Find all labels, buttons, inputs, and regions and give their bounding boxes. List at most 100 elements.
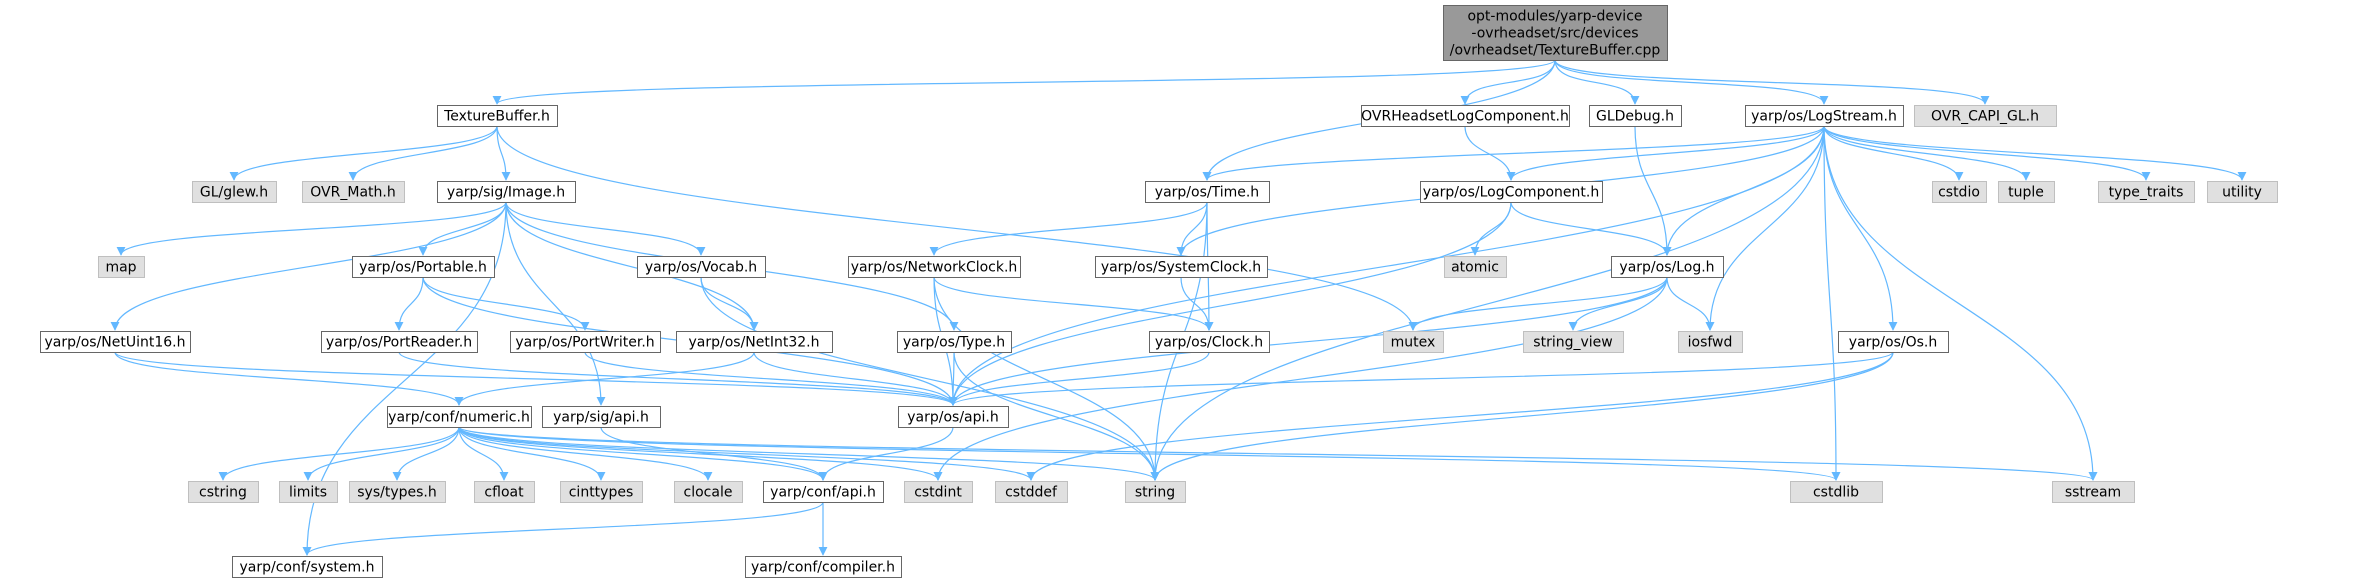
node-box-vocab bbox=[637, 256, 766, 278]
edge-type-to-string bbox=[953, 351, 1160, 481]
edge-logcomponent-to-osapi bbox=[948, 201, 1512, 406]
node-system[interactable]: yarp/conf/system.h bbox=[232, 556, 383, 578]
edge-numeric-to-sstream bbox=[458, 426, 2098, 481]
edge-confapi-to-system bbox=[302, 501, 824, 556]
node-compiler[interactable]: yarp/conf/compiler.h bbox=[745, 556, 902, 578]
node-box-atomic bbox=[1444, 256, 1507, 278]
node-cstring: cstring bbox=[188, 481, 259, 503]
node-label-osapi: yarp/os/api.h bbox=[907, 410, 998, 426]
node-portwriter[interactable]: yarp/os/PortWriter.h bbox=[510, 331, 661, 353]
node-label-ovrheadsetlogcomponent: OVRHeadsetLogComponent.h bbox=[1361, 109, 1569, 125]
node-logstream[interactable]: yarp/os/LogStream.h bbox=[1745, 105, 1904, 127]
node-portable[interactable]: yarp/os/Portable.h bbox=[352, 256, 495, 278]
node-label-logstream: yarp/os/LogStream.h bbox=[1751, 109, 1897, 125]
node-box-tuple bbox=[1998, 181, 2055, 203]
node-box-string bbox=[1125, 481, 1186, 503]
node-label-clock: yarp/os/Clock.h bbox=[1155, 335, 1263, 351]
edge-root-to-texturebuffer bbox=[492, 59, 1556, 105]
node-box-logstream bbox=[1745, 105, 1904, 127]
node-label-vocab: yarp/os/Vocab.h bbox=[645, 260, 757, 276]
edge-netint32-to-numeric bbox=[454, 351, 755, 406]
node-label-netint32: yarp/os/NetInt32.h bbox=[688, 335, 819, 351]
node-cinttypes: cinttypes bbox=[560, 481, 643, 503]
node-label-netuint16: yarp/os/NetUint16.h bbox=[44, 335, 185, 351]
edge-logcomponent-to-log bbox=[1510, 201, 1672, 256]
node-box-netint32 bbox=[676, 331, 833, 353]
node-sigapi[interactable]: yarp/sig/api.h bbox=[542, 406, 661, 428]
edge-logstream-to-string bbox=[1150, 125, 1825, 481]
edge-logstream-to-logcomponent bbox=[1506, 125, 1825, 181]
node-box-string_view bbox=[1523, 331, 1624, 353]
edge-gldebug-to-log bbox=[1634, 125, 1672, 256]
node-label-iosfwd: iosfwd bbox=[1688, 335, 1733, 351]
edge-texturebuffer-to-ovr_math bbox=[348, 125, 498, 181]
edge-numeric-to-systypes bbox=[392, 426, 460, 481]
edge-image-to-netint32 bbox=[505, 201, 759, 331]
node-type[interactable]: yarp/os/Type.h bbox=[897, 331, 1012, 353]
node-box-clock bbox=[1149, 331, 1270, 353]
node-label-root-0: opt-modules/yarp-device bbox=[1467, 9, 1642, 25]
edge-clock-to-osapi bbox=[948, 351, 1210, 406]
edge-numeric-to-limits bbox=[303, 426, 460, 481]
node-label-mutex: mutex bbox=[1391, 335, 1436, 351]
edge-systemclock-to-clock bbox=[1180, 276, 1214, 331]
node-mutex: mutex bbox=[1383, 331, 1444, 353]
node-label-cstdlib: cstdlib bbox=[1813, 485, 1859, 501]
node-label-os: yarp/os/Os.h bbox=[1849, 335, 1937, 351]
node-string_view: string_view bbox=[1523, 331, 1624, 353]
node-clock[interactable]: yarp/os/Clock.h bbox=[1149, 331, 1270, 353]
node-osapi[interactable]: yarp/os/api.h bbox=[898, 406, 1009, 428]
edge-root-to-ovr_capi_gl bbox=[1554, 59, 1990, 105]
node-numeric[interactable]: yarp/conf/numeric.h bbox=[387, 406, 532, 428]
node-label-type_traits: type_traits bbox=[2109, 185, 2184, 201]
node-vocab[interactable]: yarp/os/Vocab.h bbox=[637, 256, 766, 278]
node-sstream: sstream bbox=[2052, 481, 2135, 503]
node-log[interactable]: yarp/os/Log.h bbox=[1611, 256, 1724, 278]
node-gldebug[interactable]: GLDebug.h bbox=[1589, 105, 1682, 127]
edge-vocab-to-netint32 bbox=[700, 276, 759, 331]
node-string: string bbox=[1125, 481, 1186, 503]
node-confapi[interactable]: yarp/conf/api.h bbox=[763, 481, 884, 503]
edge-numeric-to-cfloat bbox=[458, 426, 509, 481]
node-texturebuffer[interactable]: TextureBuffer.h bbox=[437, 105, 558, 127]
node-label-system: yarp/conf/system.h bbox=[240, 560, 375, 576]
edge-osapi-to-confapi bbox=[818, 426, 954, 481]
edge-log-to-mutex bbox=[1408, 276, 1668, 331]
node-label-sstream: sstream bbox=[2065, 485, 2121, 501]
edge-numeric-to-cstddef bbox=[458, 426, 1036, 481]
node-clocale: clocale bbox=[674, 481, 743, 503]
node-label-portwriter: yarp/os/PortWriter.h bbox=[515, 335, 654, 351]
node-label-texturebuffer: TextureBuffer.h bbox=[443, 109, 550, 125]
node-ovrheadsetlogcomponent[interactable]: OVRHeadsetLogComponent.h bbox=[1361, 105, 1570, 127]
node-systemclock[interactable]: yarp/os/SystemClock.h bbox=[1095, 256, 1268, 278]
edge-os-to-string bbox=[1150, 351, 1894, 481]
edge-logstream-to-tuple bbox=[1823, 125, 2031, 181]
node-box-image bbox=[437, 181, 576, 203]
node-netuint16[interactable]: yarp/os/NetUint16.h bbox=[40, 331, 191, 353]
node-logcomponent[interactable]: yarp/os/LogComponent.h bbox=[1420, 181, 1603, 203]
node-portreader[interactable]: yarp/os/PortReader.h bbox=[321, 331, 478, 353]
edge-networkclock-to-string bbox=[933, 276, 1160, 481]
node-box-log bbox=[1611, 256, 1724, 278]
node-label-ovr_math: OVR_Math.h bbox=[310, 185, 395, 201]
node-box-mutex bbox=[1383, 331, 1444, 353]
node-os[interactable]: yarp/os/Os.h bbox=[1838, 331, 1949, 353]
node-cstdint: cstdint bbox=[904, 481, 973, 503]
node-box-gldebug bbox=[1589, 105, 1682, 127]
edge-image-to-map bbox=[116, 201, 507, 256]
edge-portwriter-to-osapi bbox=[584, 351, 958, 406]
node-label-tuple: tuple bbox=[2008, 185, 2044, 201]
edge-portable-to-portreader bbox=[394, 276, 424, 331]
node-image[interactable]: yarp/sig/Image.h bbox=[437, 181, 576, 203]
edge-image-to-sigapi bbox=[505, 201, 606, 406]
edge-texturebuffer-to-image bbox=[496, 125, 511, 181]
node-label-portable: yarp/os/Portable.h bbox=[359, 260, 487, 276]
node-box-netuint16 bbox=[40, 331, 191, 353]
node-tuple: tuple bbox=[1998, 181, 2055, 203]
edge-log-to-osapi bbox=[948, 276, 1668, 406]
node-netint32[interactable]: yarp/os/NetInt32.h bbox=[676, 331, 833, 353]
edge-time-to-networkclock bbox=[929, 201, 1208, 256]
node-networkclock[interactable]: yarp/os/NetworkClock.h bbox=[848, 256, 1021, 278]
node-time[interactable]: yarp/os/Time.h bbox=[1145, 181, 1270, 203]
node-label-limits: limits bbox=[289, 485, 327, 501]
